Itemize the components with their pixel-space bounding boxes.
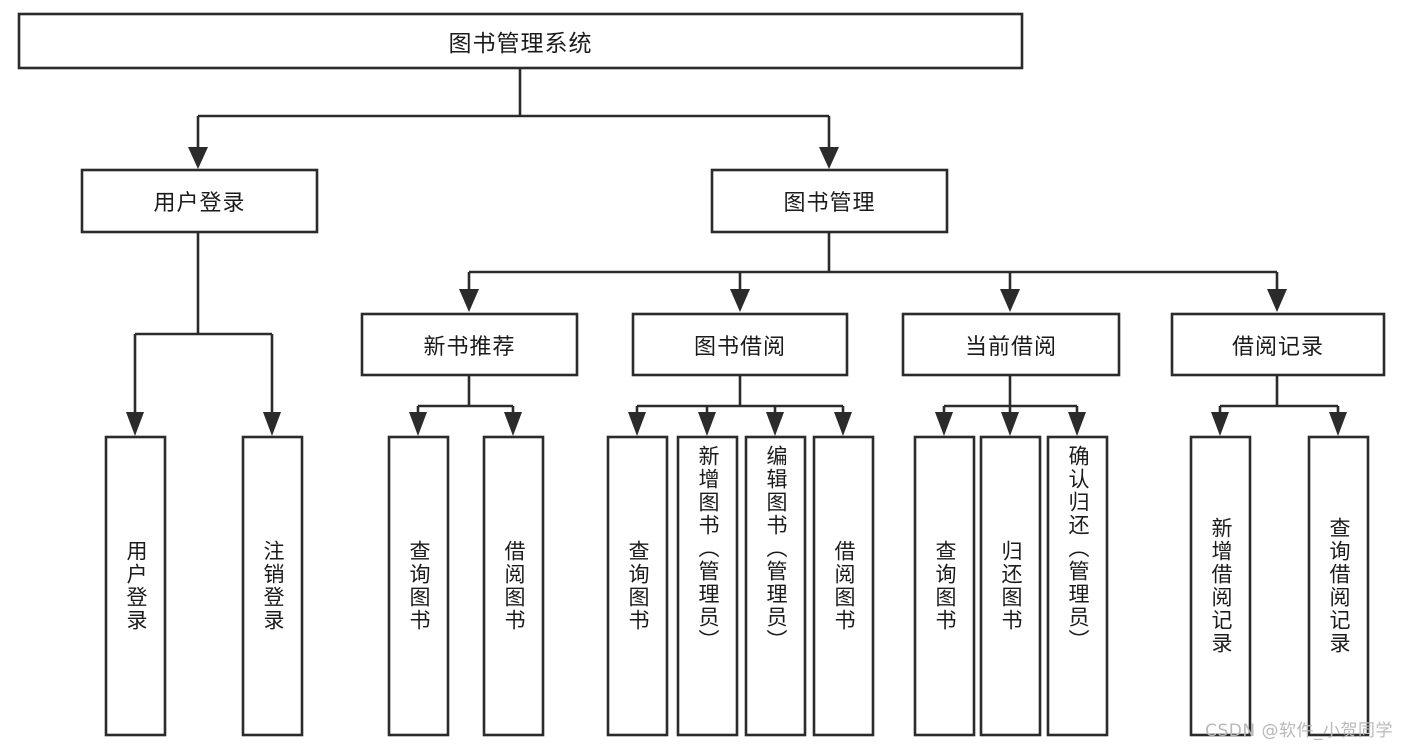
node-box-leaf-confirm-return-admin[interactable] [1046, 435, 1109, 737]
arrow-head-leaf-edit-book-admin [766, 412, 784, 436]
connector-group-book-manage [459, 232, 1287, 312]
arrow-head-leaf-borrow-book-2 [834, 412, 852, 436]
node-box-book-borrow[interactable] [631, 312, 849, 377]
node-box-user-login[interactable] [80, 168, 319, 234]
node-box-leaf-user-login[interactable] [104, 435, 167, 737]
node-box-leaf-query-borrow-record[interactable] [1307, 435, 1370, 737]
arrow-head-leaf-borrow-book-1 [504, 412, 522, 436]
node-box-leaf-borrow-book-2[interactable] [812, 435, 875, 737]
node-box-new-book-recommend[interactable] [360, 312, 579, 377]
node-box-current-borrow[interactable] [901, 312, 1121, 377]
node-box-leaf-borrow-book-1[interactable] [482, 435, 545, 737]
node-box-borrow-record[interactable] [1170, 312, 1386, 377]
node-box-leaf-add-borrow-record[interactable] [1189, 435, 1252, 737]
node-box-leaf-add-book-admin[interactable] [676, 435, 739, 737]
connector-group-borrow-record [1211, 375, 1347, 436]
watermark-text: CSDN @软件_小贺同学 [1205, 721, 1393, 741]
node-box-leaf-query-book-1[interactable] [387, 435, 450, 737]
arrow-head-leaf-query-book-2 [628, 412, 646, 436]
arrow-head-leaf-query-borrow-record [1329, 412, 1347, 436]
arrow-head-user-login [188, 147, 208, 169]
arrow-head-borrow-record [1267, 289, 1287, 312]
arrow-head-leaf-user-login [126, 412, 144, 436]
node-box-root[interactable] [17, 12, 1024, 70]
connector-group-new-book-recommend [409, 375, 522, 436]
arrow-head-current-borrow [1000, 289, 1020, 312]
arrow-head-leaf-add-book-admin [698, 412, 716, 436]
node-box-leaf-query-book-2[interactable] [606, 435, 669, 737]
connector-group-current-borrow [935, 375, 1086, 436]
arrow-head-leaf-return-book [1001, 412, 1019, 436]
connector-group-book-borrow [628, 375, 852, 436]
arrow-head-new-book-recommend [459, 289, 479, 312]
arrow-head-leaf-add-borrow-record [1211, 412, 1229, 436]
node-box-book-manage[interactable] [710, 168, 949, 234]
arrow-head-leaf-query-book-1 [409, 412, 427, 436]
connector-group-root [188, 68, 839, 169]
arrow-head-leaf-query-book-3 [935, 412, 953, 436]
node-box-leaf-edit-book-admin[interactable] [744, 435, 807, 737]
node-box-leaf-return-book[interactable] [979, 435, 1042, 737]
arrow-head-book-manage [819, 147, 839, 169]
arrow-head-leaf-confirm-return-admin [1068, 412, 1086, 436]
node-box-leaf-query-book-3[interactable] [913, 435, 976, 737]
node-box-leaf-logout-login[interactable] [241, 435, 304, 737]
arrow-head-book-borrow [730, 289, 750, 312]
arrow-head-leaf-logout-login [263, 412, 281, 436]
connector-group-user-login [126, 232, 281, 436]
